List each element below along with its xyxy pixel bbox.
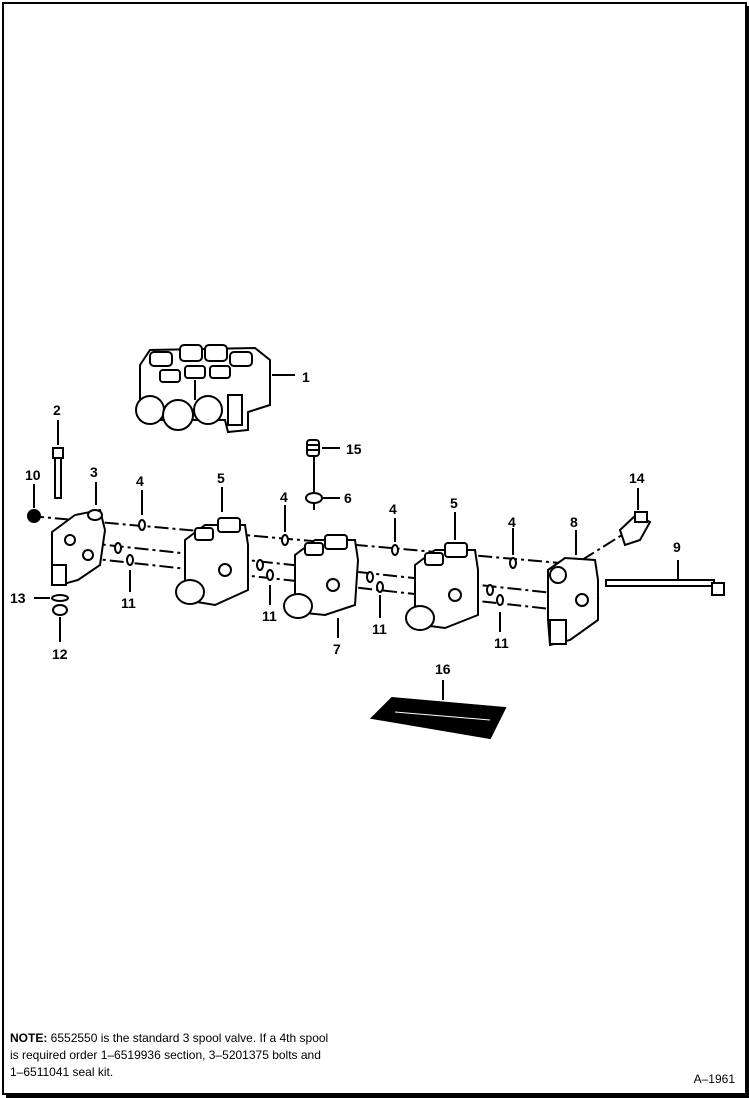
- callout-10: 10: [25, 467, 41, 483]
- callout-5-a: 5: [217, 470, 225, 486]
- note-label: NOTE:: [10, 1031, 48, 1045]
- relief-valve: [618, 511, 652, 547]
- nut: [27, 509, 41, 523]
- tie-bolt-short: [52, 447, 64, 499]
- callout-2: 2: [53, 402, 61, 418]
- leader-lines: [33, 420, 679, 700]
- tie-bolt-long: [605, 579, 725, 596]
- callout-11-a: 11: [121, 595, 136, 611]
- seal-kit: [369, 696, 507, 740]
- callout-6: 6: [344, 490, 352, 506]
- inlet-end-section: [51, 508, 107, 587]
- callout-13: 13: [10, 590, 26, 606]
- callout-4-b: 4: [280, 489, 288, 505]
- callout-11-b: 11: [262, 608, 277, 624]
- callout-14: 14: [629, 470, 645, 486]
- callout-15: 15: [346, 441, 362, 457]
- callout-11-c: 11: [372, 621, 387, 637]
- callout-9: 9: [673, 539, 681, 555]
- washer: [51, 594, 69, 602]
- note-text: NOTE: 6552550 is the standard 3 spool va…: [10, 1030, 330, 1081]
- spool-section-right: [405, 542, 479, 631]
- figure-id: A–1961: [693, 1072, 735, 1086]
- callout-16: 16: [435, 661, 451, 677]
- callout-5-b: 5: [450, 495, 458, 511]
- note-body: 6552550 is the standard 3 spool valve. I…: [10, 1031, 329, 1079]
- o-rings: [114, 519, 517, 606]
- callout-12: 12: [52, 646, 68, 662]
- spring: [306, 439, 320, 457]
- callout-11-d: 11: [494, 635, 509, 651]
- spool-section-left: [175, 517, 249, 607]
- assembled-valve: [135, 344, 271, 434]
- outlet-end-section: [547, 556, 599, 647]
- callout-1: 1: [302, 369, 310, 385]
- callout-4-d: 4: [508, 514, 516, 530]
- lower-nut: [52, 604, 68, 616]
- callout-4-c: 4: [389, 501, 397, 517]
- callout-4-a: 4: [136, 473, 144, 489]
- seal: [305, 492, 323, 504]
- spool-section-middle: [283, 534, 360, 619]
- callout-8: 8: [570, 514, 578, 530]
- callout-7: 7: [333, 641, 341, 657]
- callout-3: 3: [90, 464, 98, 480]
